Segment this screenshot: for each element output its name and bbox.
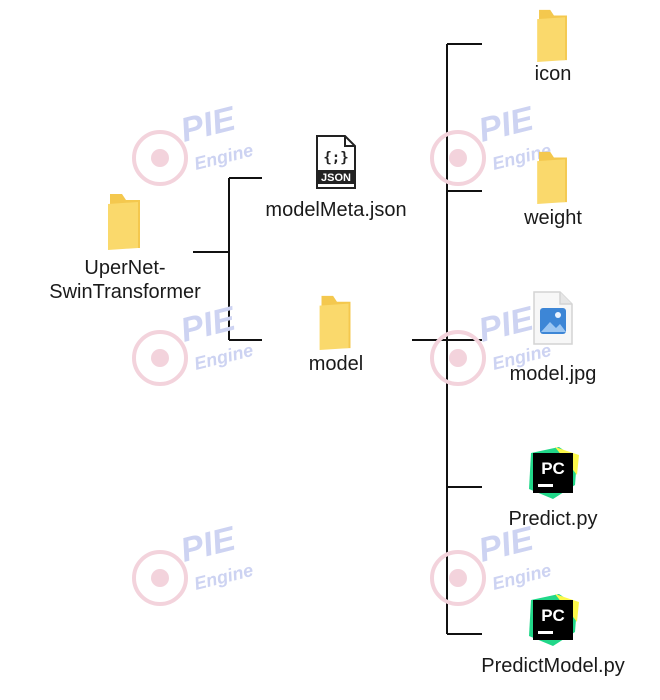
modelmeta-label: modelMeta.json [265, 199, 407, 221]
tree-node-model-jpg[interactable]: model.jpg [483, 290, 623, 386]
watermark-logo: PIE Engine [132, 519, 262, 615]
pycharm-icon: PC [529, 594, 579, 646]
folder-icon [537, 9, 567, 62]
watermark-logo: PIE Engine [132, 99, 262, 195]
tree-node-root[interactable]: UperNet- SwinTransformer [49, 192, 201, 304]
folder-icon [537, 151, 567, 204]
svg-text:PIE: PIE [177, 520, 241, 570]
tree-node-modelmeta[interactable]: {;} JSON modelMeta.json [246, 134, 426, 222]
pycharm-icon: PC [529, 447, 579, 499]
watermark-logo: PIE Engine [430, 519, 560, 615]
pycharm-icon-text: PC [541, 459, 565, 478]
root-label-line2: SwinTransformer [49, 281, 201, 303]
icon-folder-label: icon [534, 63, 572, 85]
tree-node-model[interactable]: model [276, 294, 396, 376]
root-label-line1: UperNet- [84, 257, 166, 279]
tree-node-predictmodel-py[interactable]: PC PredictModel.py [468, 592, 638, 678]
model-jpg-label: model.jpg [509, 363, 597, 385]
svg-text:PIE: PIE [475, 100, 539, 150]
predict-py-label: Predict.py [508, 508, 598, 530]
svg-text:PIE: PIE [177, 300, 241, 350]
watermark-logo: PIE Engine [430, 299, 560, 395]
model-label: model [308, 353, 364, 375]
svg-text:PIE: PIE [177, 100, 241, 150]
json-file-icon: {;} JSON [316, 135, 356, 189]
weight-folder-label: weight [524, 207, 582, 229]
json-icon-braces: {;} [323, 150, 348, 166]
json-icon-text: JSON [321, 172, 351, 184]
folder-icon [319, 295, 351, 350]
folder-icon [108, 194, 140, 250]
predictmodel-py-label: PredictModel.py [481, 655, 625, 677]
watermark-logo: PIE Engine [132, 299, 262, 395]
tree-node-predict-py[interactable]: PC Predict.py [483, 445, 623, 531]
pycharm-icon-text: PC [541, 606, 565, 625]
tree-node-weight[interactable]: weight [493, 150, 613, 230]
image-file-icon [533, 291, 573, 345]
tree-node-icon[interactable]: icon [493, 8, 613, 86]
